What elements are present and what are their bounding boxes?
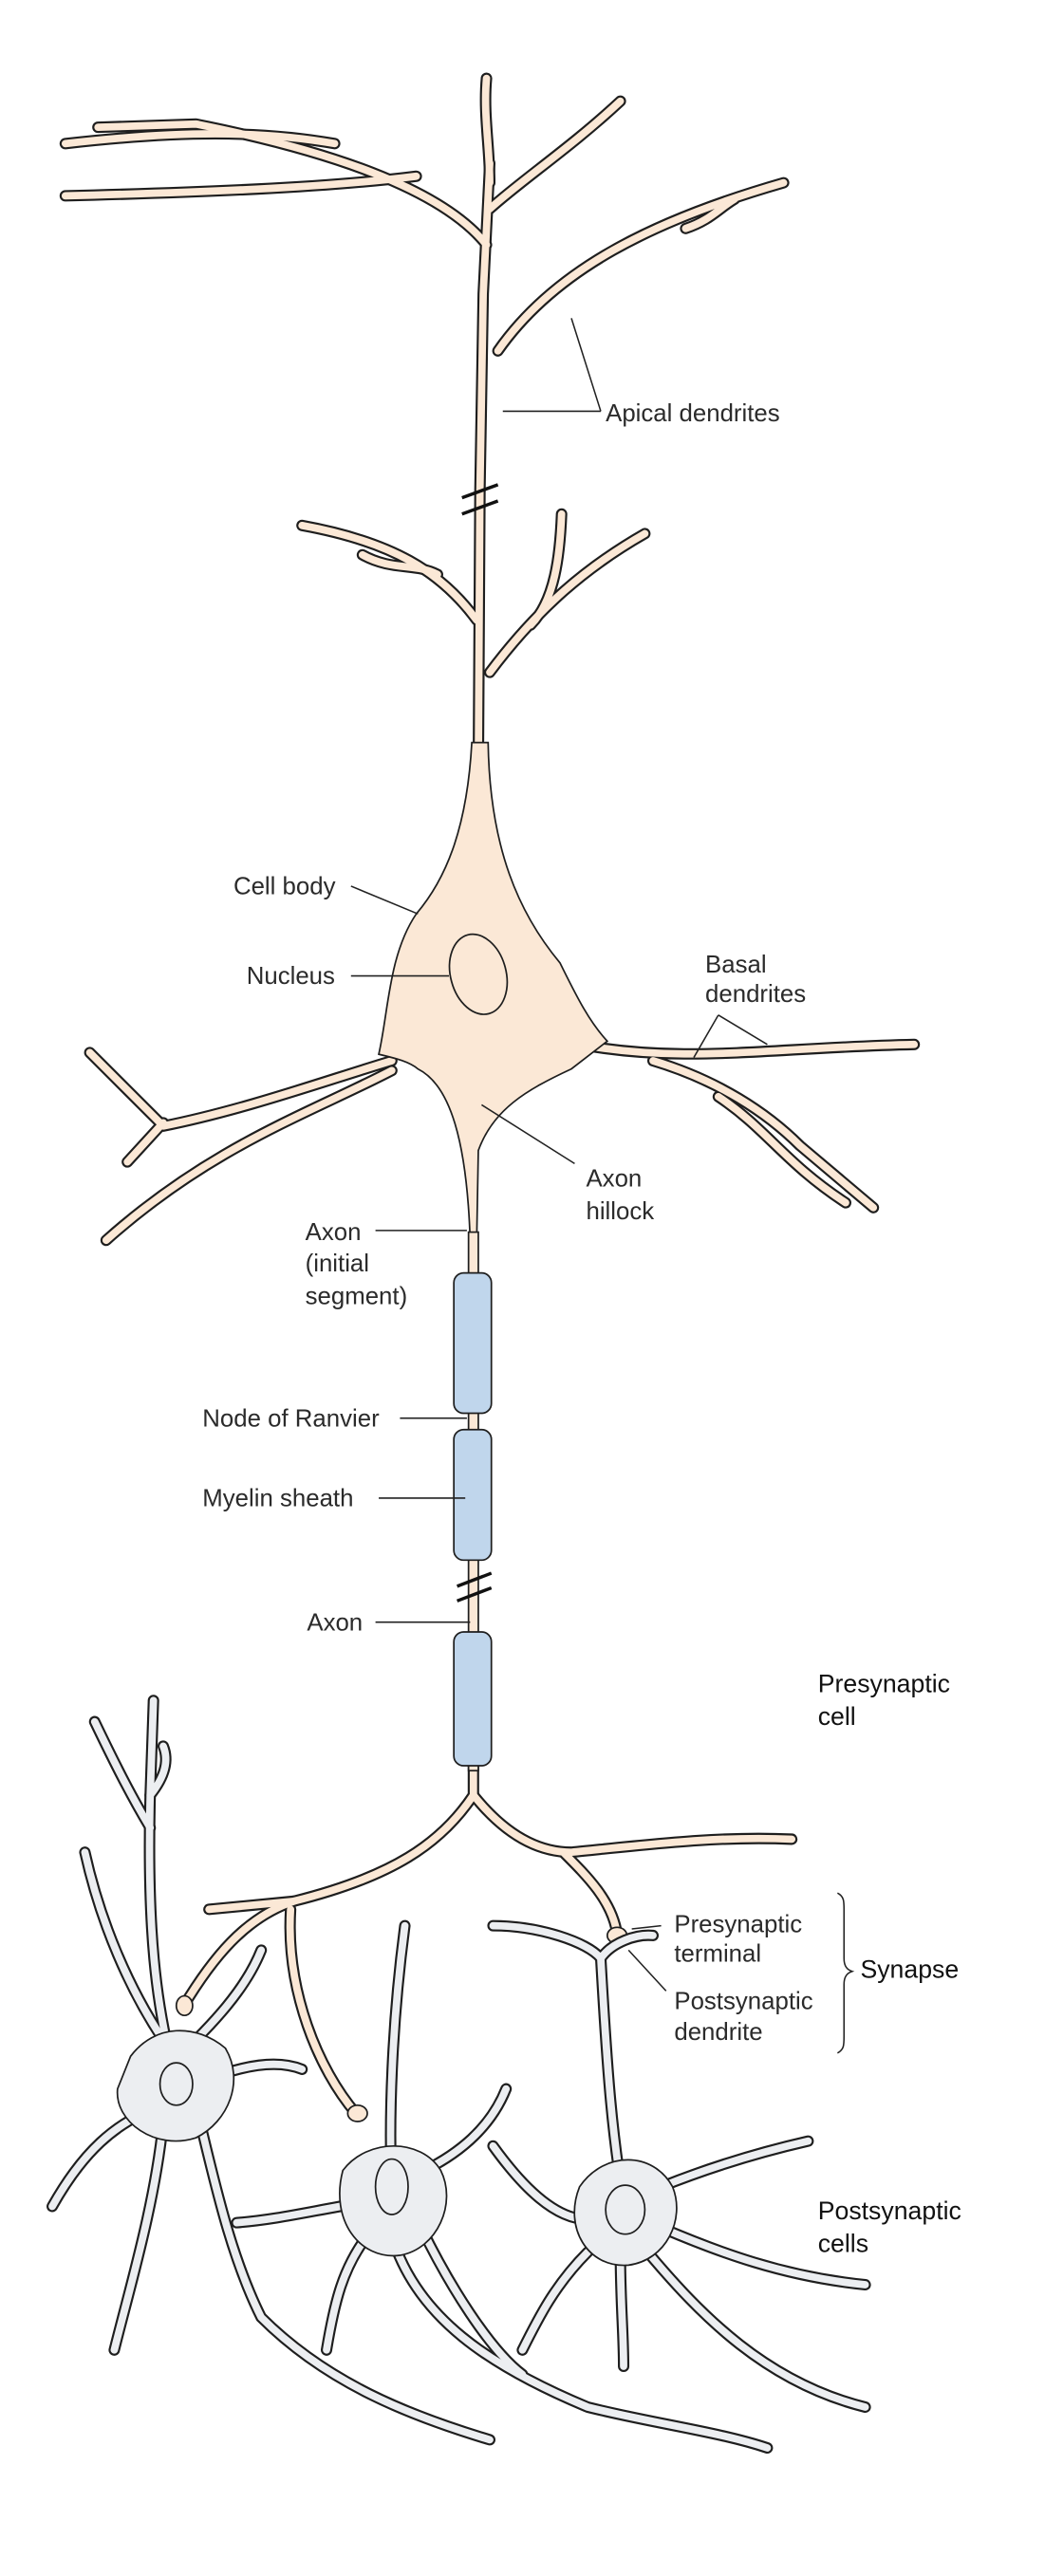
presynaptic-dendrites (59, 72, 921, 2122)
label-apical-dendrites: Apical dendrites (606, 400, 780, 427)
label-synapse: Synapse (860, 1955, 959, 1984)
nucleus (448, 933, 509, 1015)
label-presynaptic-cell: Presynaptic cell (818, 1670, 958, 1731)
label-axon-hillock: Axon hillock (586, 1165, 654, 1224)
label-node-of-ranvier: Node of Ranvier (202, 1405, 380, 1432)
myelin-sheaths (453, 1271, 493, 1767)
label-cell-body: Cell body (233, 874, 336, 900)
label-postsynaptic-dendrite: Postsynaptic dendrite (674, 1988, 819, 2046)
postsynaptic-cells (47, 1695, 871, 2455)
label-myelin-sheath: Myelin sheath (202, 1486, 353, 1512)
label-postsynaptic-cells: Postsynaptic cells (818, 2196, 969, 2257)
label-basal-dendrites: Basal dendrites (705, 952, 806, 1008)
label-axon: Axon (307, 1609, 363, 1636)
leader-lines (350, 318, 855, 2054)
label-presynaptic-terminal: Presynaptic terminal (674, 1911, 809, 1967)
label-nucleus: Nucleus (247, 963, 335, 990)
label-axon-initial-segment: Axon (initial segment) (306, 1219, 408, 1309)
